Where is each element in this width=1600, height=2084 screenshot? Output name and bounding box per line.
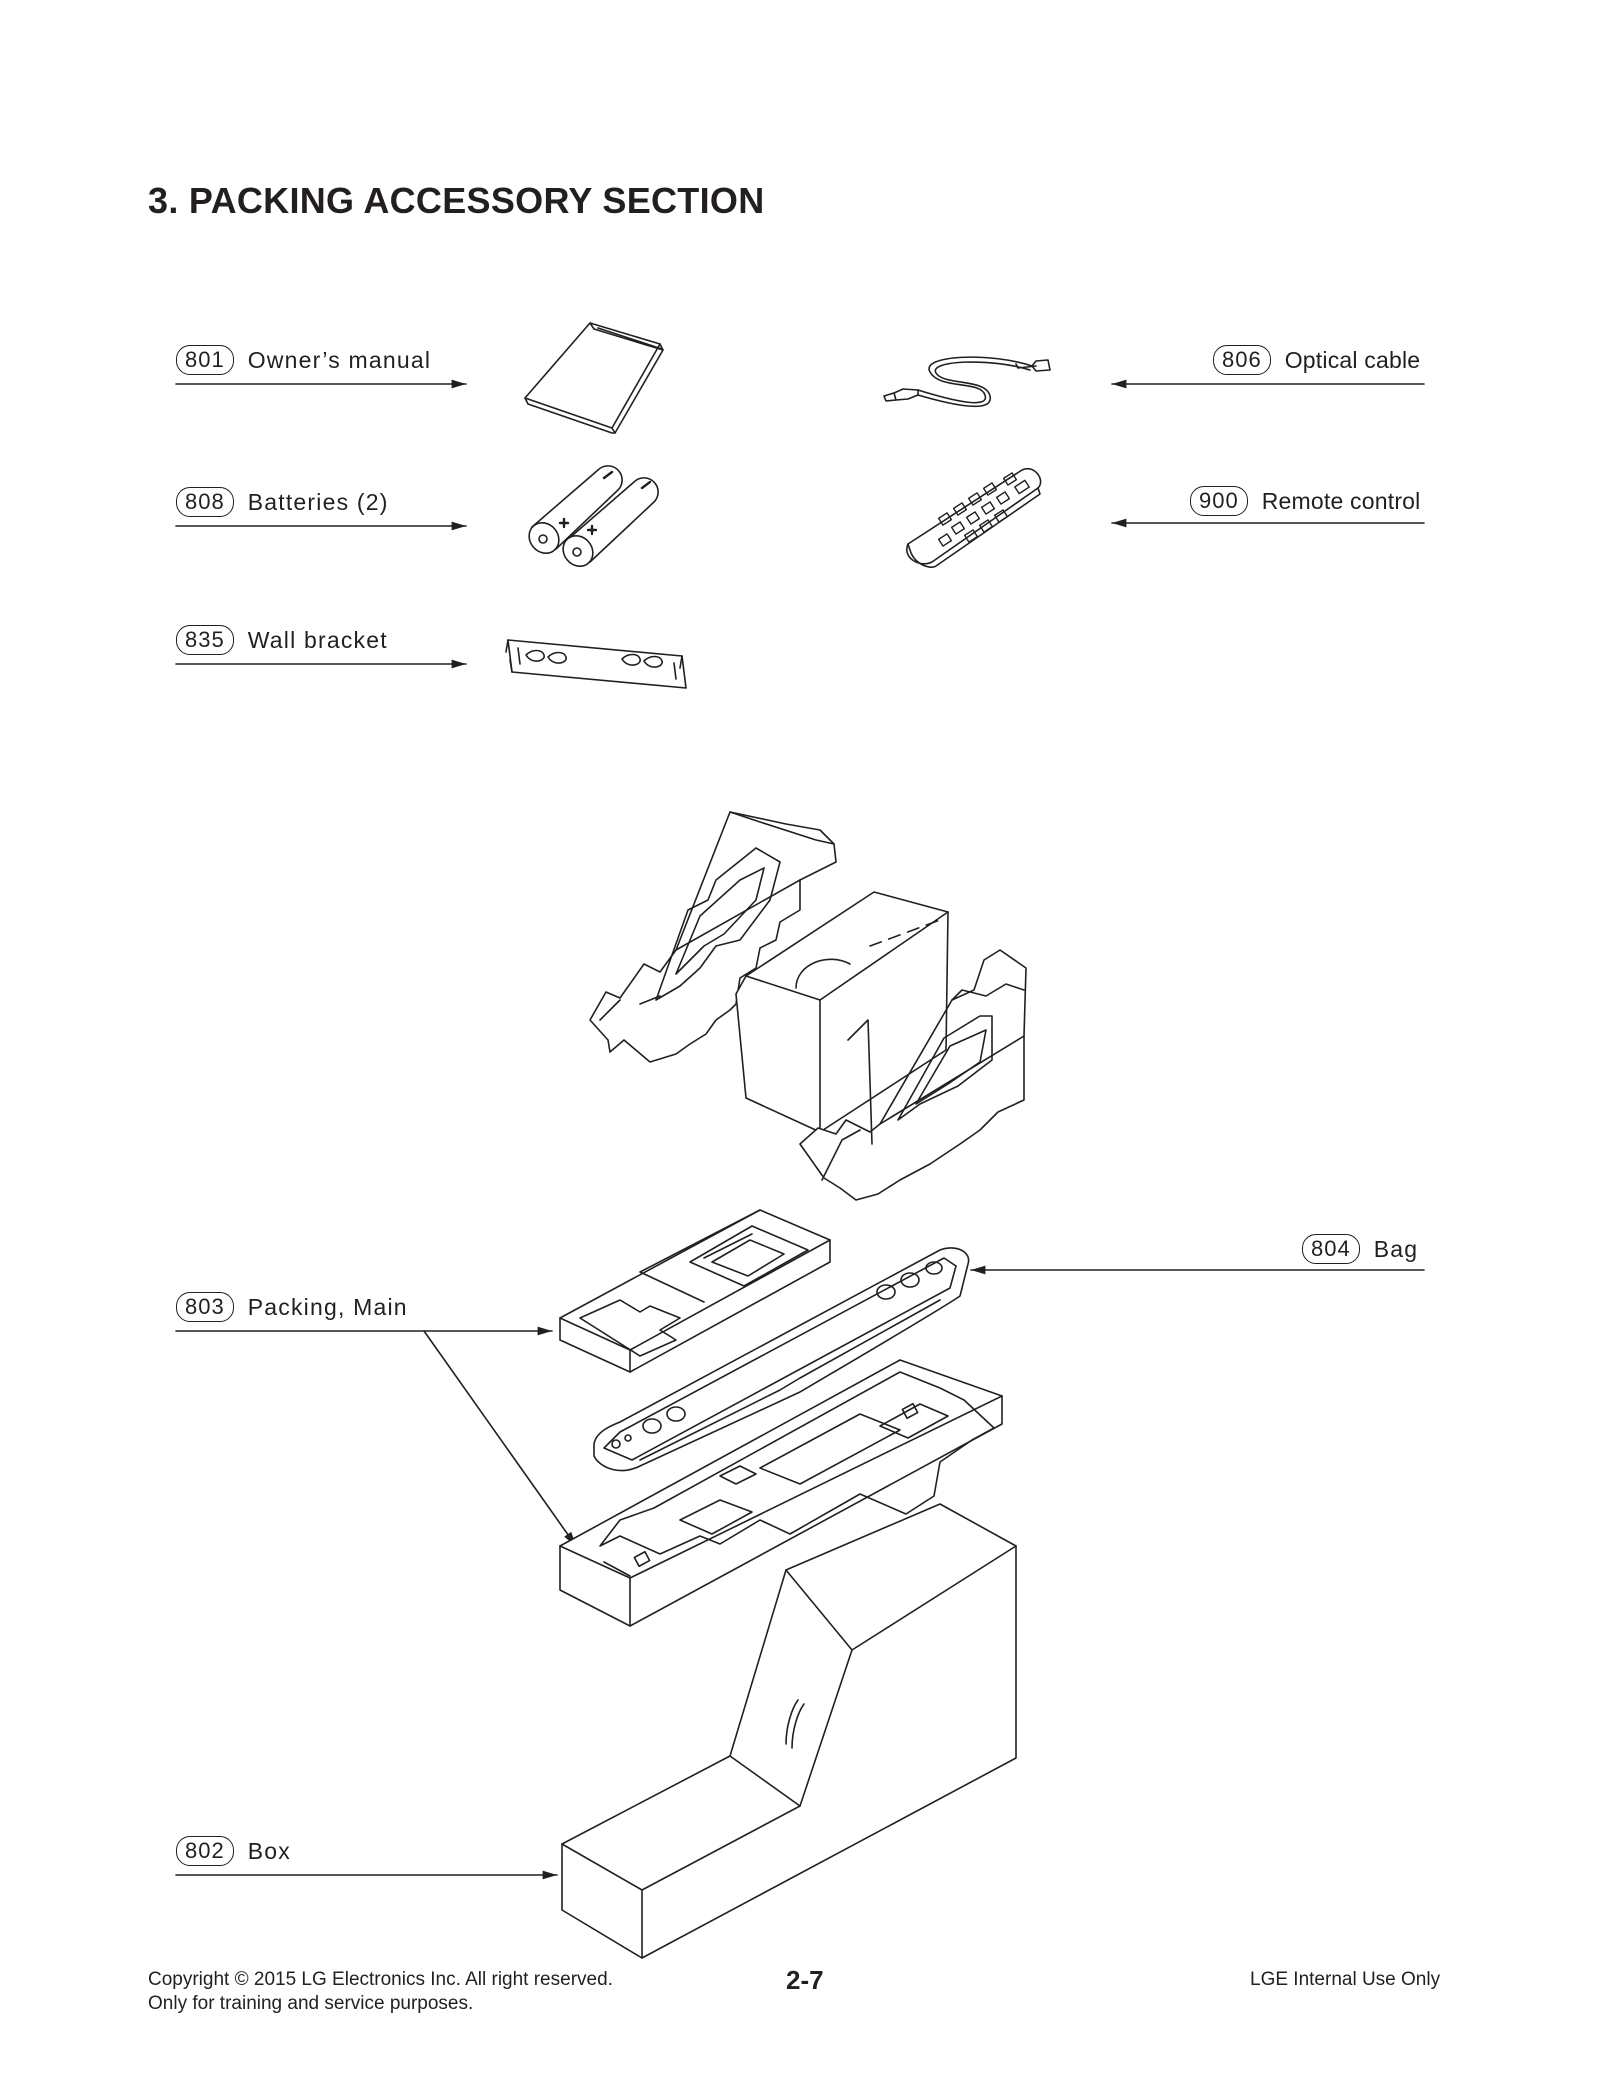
- wall-bracket-illustration: [505, 639, 687, 689]
- part-number-badge: 801: [176, 345, 234, 375]
- page-number: 2-7: [786, 1965, 824, 1995]
- part-number-badge: 808: [176, 487, 234, 517]
- footer-internal-use: LGE Internal Use Only: [1250, 1969, 1441, 1990]
- part-name: Bag: [1373, 1235, 1419, 1262]
- part-label-bag: 804 Bag: [1302, 1234, 1418, 1264]
- part-number-badge: 835: [176, 625, 234, 655]
- part-label-remote-control: 900 Remote control: [1190, 486, 1420, 516]
- part-label-wall-bracket: 835 Wall bracket: [176, 625, 388, 655]
- part-number-badge: 900: [1190, 486, 1248, 516]
- part-name: Owner’s manual: [247, 346, 432, 373]
- part-number-badge: 803: [176, 1292, 234, 1322]
- part-number-badge: 806: [1213, 345, 1271, 375]
- batteries-illustration: [528, 465, 659, 568]
- remote-control-illustration: [906, 467, 1042, 568]
- optical-cable-illustration: [883, 356, 1051, 408]
- part-name: Remote control: [1261, 487, 1421, 514]
- packing-tray-top-illustration: [559, 1209, 831, 1373]
- part-label-optical-cable: 806 Optical cable: [1213, 345, 1420, 375]
- part-name: Packing, Main: [247, 1293, 408, 1320]
- bag-illustration: [593, 1247, 970, 1472]
- foam-end-caps-illustration: [589, 811, 1027, 1201]
- part-number-badge: 804: [1302, 1234, 1360, 1264]
- leader-lines: [175, 379, 1425, 1880]
- packing-tray-bottom-illustration: [559, 1359, 1003, 1627]
- part-label-batteries: 808 Batteries (2): [176, 487, 389, 517]
- part-name: Batteries (2): [247, 488, 389, 515]
- footer-copyright: Copyright © 2015 LG Electronics Inc. All…: [148, 1969, 613, 1990]
- part-number-badge: 802: [176, 1836, 234, 1866]
- part-name: Optical cable: [1284, 346, 1421, 373]
- part-label-box: 802 Box: [176, 1836, 291, 1866]
- section-title: 3. PACKING ACCESSORY SECTION: [148, 180, 765, 221]
- owners-manual-illustration: [524, 322, 664, 434]
- part-label-owners-manual: 801 Owner’s manual: [176, 345, 431, 375]
- part-name: Wall bracket: [247, 626, 388, 653]
- part-name: Box: [247, 1837, 291, 1864]
- box-illustration: [561, 1503, 1017, 1959]
- part-label-packing-main: 803 Packing, Main: [176, 1292, 408, 1322]
- footer-purpose: Only for training and service purposes.: [148, 1993, 474, 2014]
